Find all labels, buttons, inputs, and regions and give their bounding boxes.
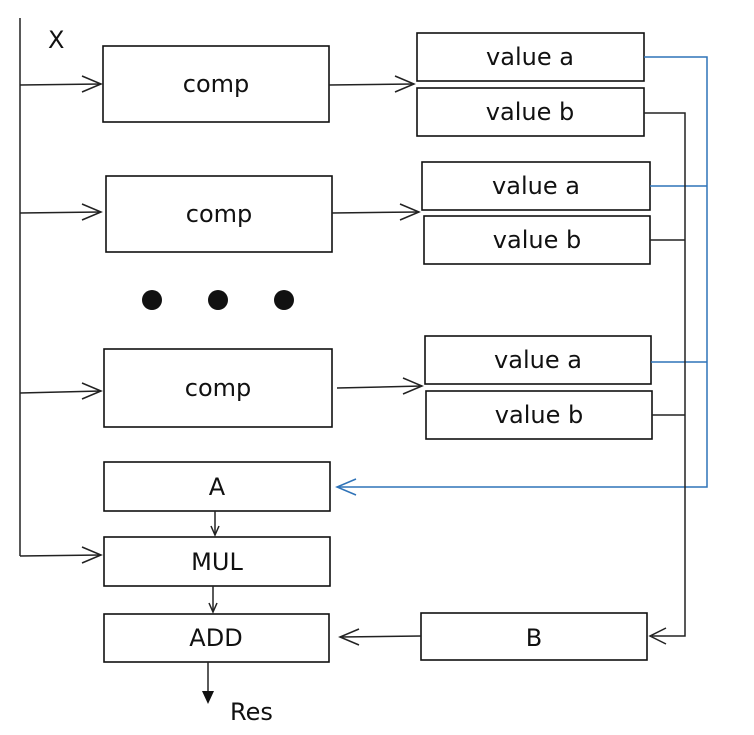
value-a-to-a-arrowhead [335,478,357,496]
comp-1-to-values-line [328,83,415,86]
value-b-box-2 [423,215,651,265]
value-a-label-2: value a [492,172,580,200]
mul-box [103,536,331,587]
bus-to-comp-1-arrowhead [81,75,103,93]
value-a-label-3: value a [494,346,582,374]
bus-to-comp-1-line [19,83,102,86]
comp-2-to-values-arrowhead [399,203,421,221]
b-label: B [526,624,542,652]
bus-to-comp-2-arrowhead [81,203,103,221]
value-b-box-1 [416,87,645,137]
value-a-box-3 [424,335,652,385]
comp-box-2 [105,175,333,253]
b-box [420,612,648,661]
add-box [103,613,330,663]
output-res-label: Res [230,698,273,726]
value-a-bus-line [338,56,708,488]
value-b-box-3 [425,390,653,440]
value-a-box-2 [421,161,651,211]
a-label: A [209,473,226,501]
comp-label-1: comp [183,70,250,98]
value-b-label-2: value b [493,226,581,254]
mul-to-add-arrowhead [208,602,218,614]
a-box [103,461,331,512]
comp-2-to-values-line [331,211,420,214]
value-b-label-1: value b [486,98,574,126]
bus-to-comp-3-arrowhead [81,382,103,400]
input-x-label: X [48,26,64,54]
mul-label: MUL [191,548,243,576]
value-a-label-1: value a [486,43,574,71]
comp-1-to-values-arrowhead [394,75,416,93]
ellipsis-dot-1 [142,290,162,310]
add-label: ADD [189,624,242,652]
bus-to-comp-3-line [19,390,102,394]
comp-3-to-values-line [336,385,423,389]
value-b-to-b-arrowhead [648,627,667,645]
comp-3-to-values-arrowhead [402,377,424,395]
comp-box-1 [102,45,330,123]
bus-to-mul-line [19,554,102,557]
ellipsis-dot-3 [274,290,294,310]
ellipsis-dot-2 [208,290,228,310]
bus-to-mul-arrowhead [81,546,103,564]
output-arrowhead [202,691,214,704]
value-b-bus-line [644,112,686,637]
bus-to-comp-2-line [19,211,102,214]
comp-label-3: comp [185,374,252,402]
b-to-add-line [339,635,422,638]
comp-box-3 [103,348,333,428]
b-to-add-arrowhead [338,628,360,646]
comp-label-2: comp [186,200,253,228]
value-b-label-3: value b [495,401,583,429]
a-to-mul-arrowhead [210,525,220,537]
